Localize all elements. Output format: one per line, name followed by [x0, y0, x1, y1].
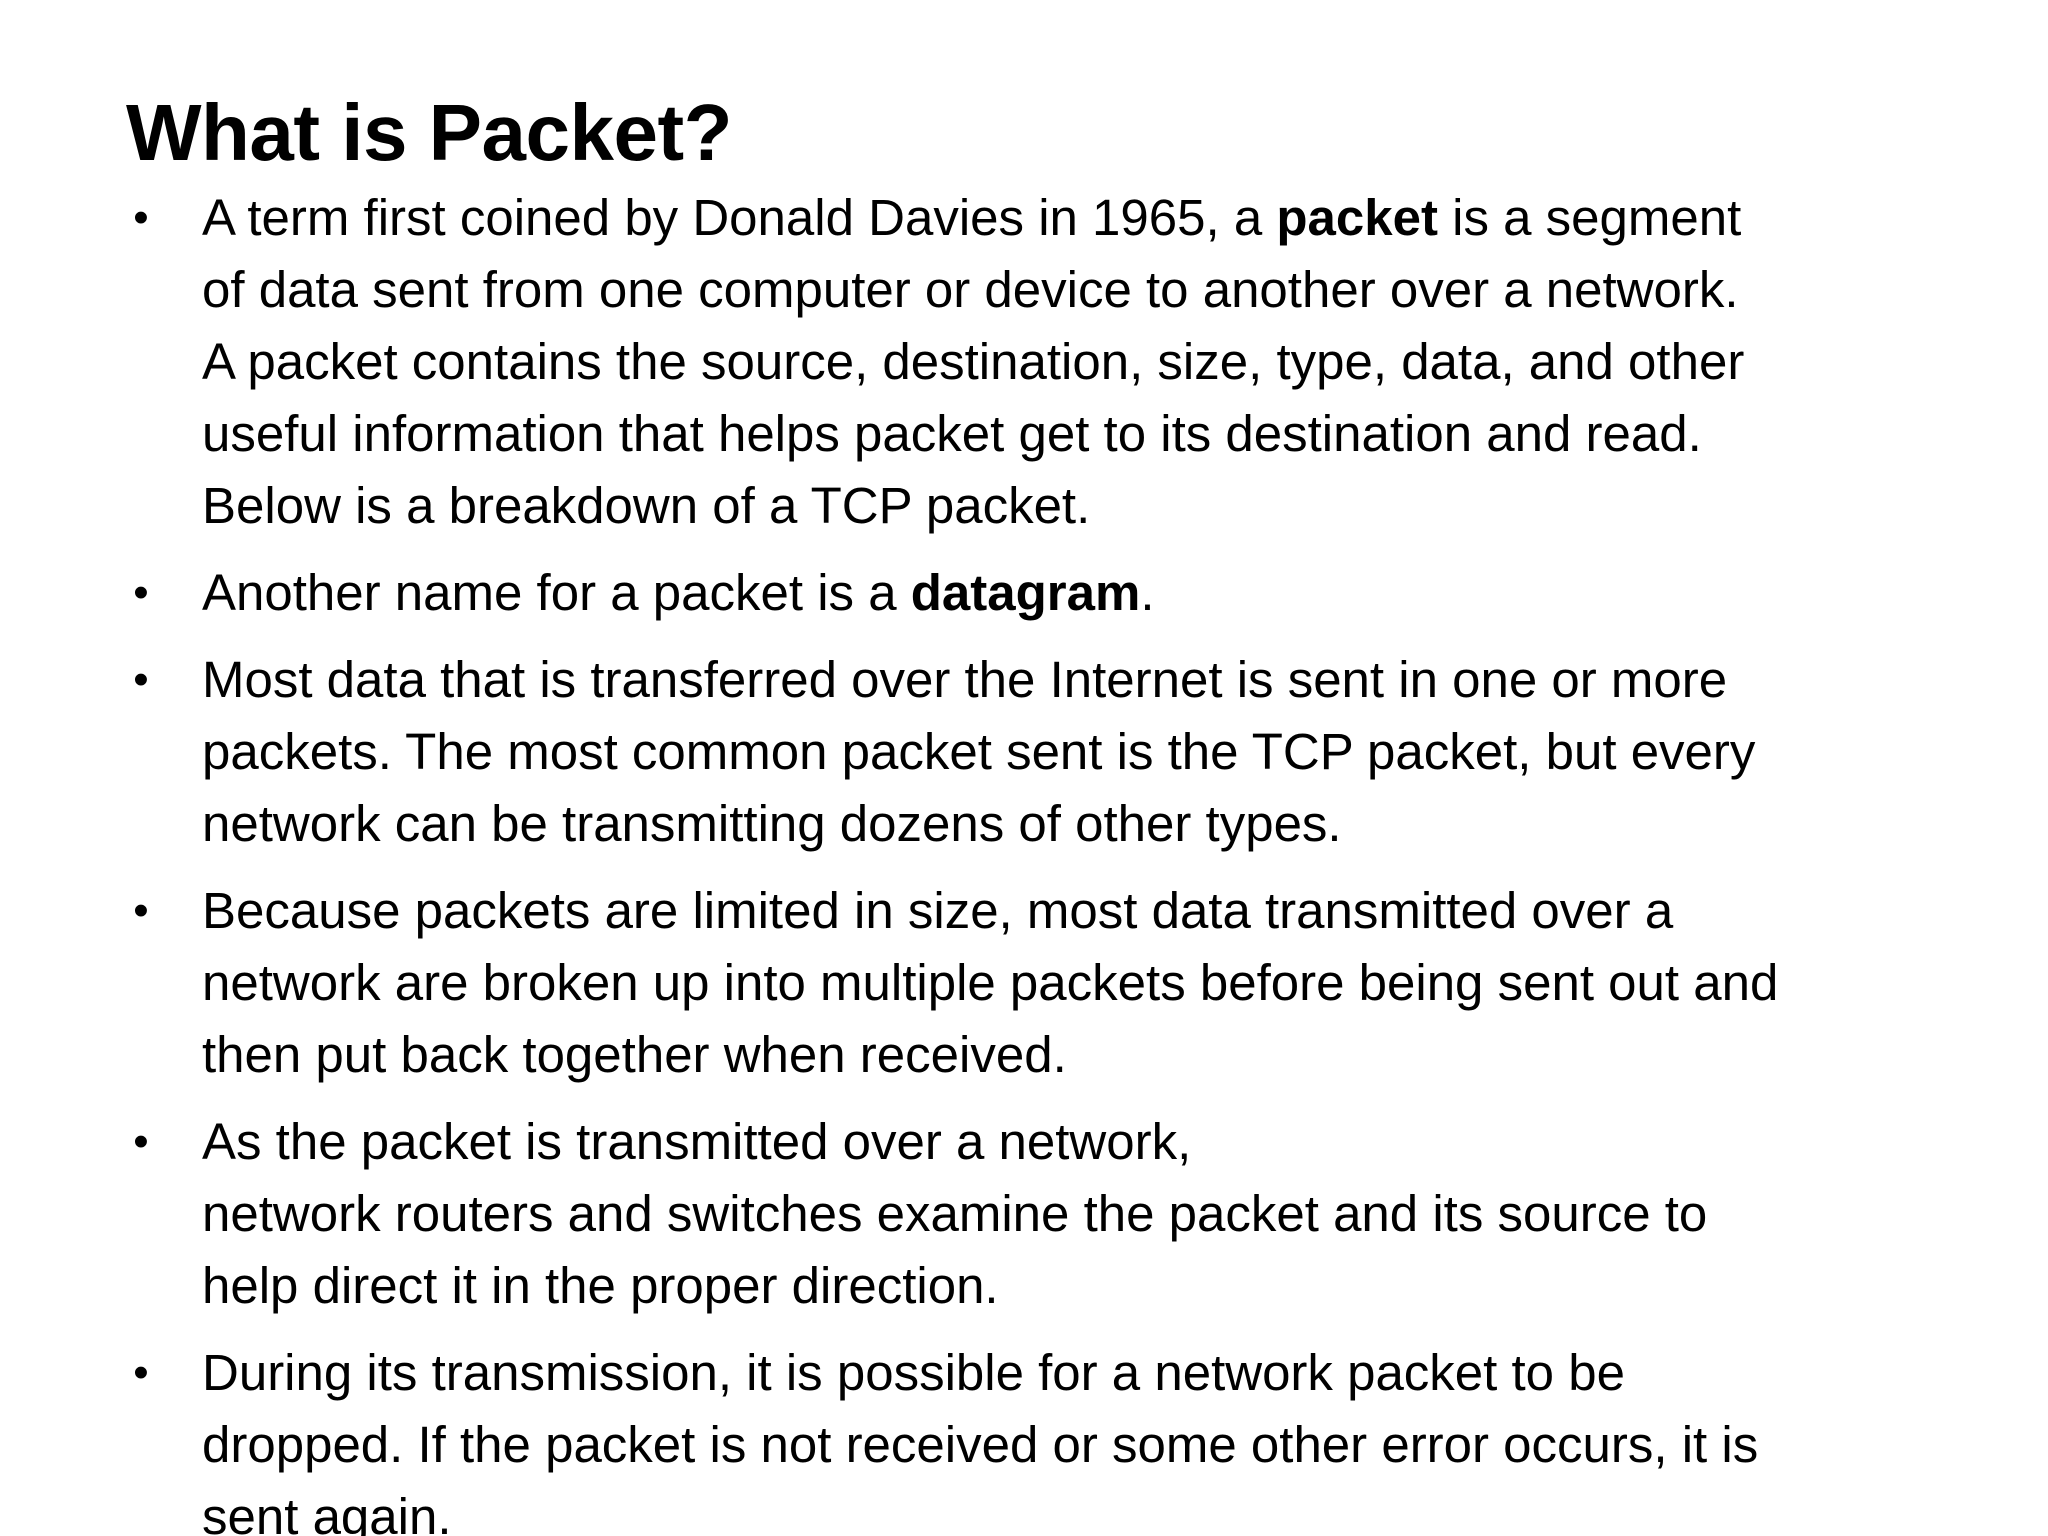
text-line: Most data that is transferred over the I…: [202, 651, 1728, 708]
bullet-icon: •: [133, 568, 149, 617]
text-line: Below is a breakdown of a TCP packet.: [202, 477, 1091, 534]
text-line: packets. The most common packet sent is …: [202, 723, 1756, 780]
bullet-item: • During its transmission, it is possibl…: [126, 1337, 1986, 1536]
bullet-item: • Another name for a packet is a datagra…: [126, 557, 1986, 629]
bullet-icon: •: [133, 193, 149, 242]
text-line: network can be transmitting dozens of ot…: [202, 795, 1342, 852]
text-line: help direct it in the proper direction.: [202, 1257, 999, 1314]
bullet-icon: •: [133, 655, 149, 704]
text-line: dropped. If the packet is not received o…: [202, 1416, 1759, 1473]
text-line: A term first coined by Donald Davies in …: [202, 189, 1742, 246]
text-line: A packet contains the source, destinatio…: [202, 333, 1745, 390]
text-line: sent again.: [202, 1488, 452, 1536]
bullet-item: • Most data that is transferred over the…: [126, 644, 1986, 860]
text-line: As the packet is transmitted over a netw…: [202, 1113, 1192, 1170]
slide-title: What is Packet?: [126, 88, 733, 177]
bullet-item: • A term first coined by Donald Davies i…: [126, 182, 1986, 542]
bullet-icon: •: [133, 1117, 149, 1166]
text-line: During its transmission, it is possible …: [202, 1344, 1625, 1401]
bullet-icon: •: [133, 886, 149, 935]
bullet-item: • As the packet is transmitted over a ne…: [126, 1106, 1986, 1322]
text-line: Because packets are limited in size, mos…: [202, 882, 1674, 939]
text-line: then put back together when received.: [202, 1026, 1067, 1083]
text-line: useful information that helps packet get…: [202, 405, 1702, 462]
bold-term: datagram: [910, 564, 1141, 621]
text-line: Another name for a packet is a datagram.: [202, 564, 1155, 621]
text-line: network are broken up into multiple pack…: [202, 954, 1779, 1011]
bold-term: packet: [1276, 189, 1438, 246]
text-line: of data sent from one computer or device…: [202, 261, 1739, 318]
bullet-list: • A term first coined by Donald Davies i…: [126, 182, 1986, 1536]
bullet-item: • Because packets are limited in size, m…: [126, 875, 1986, 1091]
text-line: network routers and switches examine the…: [202, 1185, 1708, 1242]
bullet-icon: •: [133, 1348, 149, 1397]
